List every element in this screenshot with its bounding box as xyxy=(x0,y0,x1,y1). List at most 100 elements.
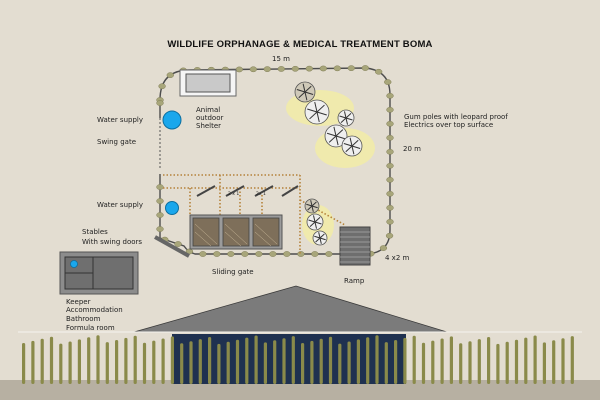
fence-post xyxy=(156,198,164,204)
fence-post xyxy=(158,83,166,90)
reed xyxy=(105,342,109,384)
fence-post xyxy=(255,251,263,257)
reed xyxy=(133,335,137,384)
stables-label-1: Stables xyxy=(82,228,108,236)
reed xyxy=(124,337,128,384)
reed xyxy=(552,340,556,384)
reed xyxy=(338,343,342,384)
reed xyxy=(96,335,100,384)
fence-post xyxy=(156,226,164,232)
water-supply-top-label: Water supply xyxy=(97,116,143,124)
reed xyxy=(87,337,91,384)
water-supply-mid-label: Water supply xyxy=(97,201,143,209)
reed xyxy=(449,336,453,384)
fence-post xyxy=(213,251,221,257)
fence-post xyxy=(156,184,164,190)
fence-post xyxy=(227,251,235,257)
fence-post xyxy=(333,65,341,72)
sliding-gate xyxy=(154,235,190,258)
swing-gate-label: Swing gate xyxy=(97,138,137,146)
fence-post xyxy=(156,100,164,106)
fence-post xyxy=(386,176,394,183)
reed xyxy=(235,339,240,384)
reed xyxy=(226,341,230,384)
fence-post xyxy=(375,68,383,75)
reed xyxy=(217,343,221,384)
fence-post xyxy=(269,251,277,257)
fence-post xyxy=(386,92,394,99)
reed xyxy=(533,335,537,384)
animal-shelter-label-3: Shelter xyxy=(196,122,222,130)
fence-post xyxy=(311,251,319,257)
fence-post xyxy=(277,66,285,72)
reed xyxy=(524,337,528,384)
reed xyxy=(421,342,426,384)
reed xyxy=(59,343,63,384)
reed xyxy=(328,336,333,384)
reed xyxy=(403,337,407,384)
tree xyxy=(324,124,348,148)
keeper-accommodation xyxy=(59,251,139,295)
fence-post xyxy=(386,162,394,169)
reed xyxy=(68,341,72,384)
tree xyxy=(294,81,316,103)
fence-post xyxy=(385,232,394,239)
fence-post xyxy=(379,245,388,251)
reed xyxy=(49,336,54,384)
reed xyxy=(198,339,202,384)
reed xyxy=(496,343,500,384)
reed xyxy=(468,341,472,384)
stables xyxy=(189,214,283,250)
tree xyxy=(304,198,320,214)
reed xyxy=(161,338,165,384)
trees xyxy=(294,81,363,246)
reed xyxy=(375,335,379,384)
fence-post xyxy=(156,212,164,218)
fence-post xyxy=(283,251,291,257)
reed xyxy=(263,342,267,384)
reed xyxy=(505,341,509,384)
sliding-gate-label: Sliding gate xyxy=(212,268,254,276)
fence-post xyxy=(347,65,355,72)
reed xyxy=(561,338,565,384)
fence-post xyxy=(384,79,392,85)
fence-post xyxy=(361,65,369,71)
reed xyxy=(77,339,81,384)
reed xyxy=(208,337,212,384)
fence-post xyxy=(241,251,249,257)
fence-post xyxy=(386,190,394,197)
reed xyxy=(366,337,370,384)
tree xyxy=(312,230,328,246)
reed xyxy=(142,342,147,384)
reed xyxy=(282,338,286,384)
fence-post xyxy=(249,66,257,73)
reed xyxy=(319,338,323,384)
ramp-label: Ramp xyxy=(344,277,365,285)
reed xyxy=(31,340,35,384)
reed xyxy=(273,340,277,384)
reed xyxy=(115,340,119,384)
fence-post xyxy=(386,204,394,211)
tree xyxy=(337,109,355,127)
reed xyxy=(301,343,305,384)
reed xyxy=(180,343,184,384)
reed xyxy=(570,336,574,384)
reed xyxy=(542,342,546,384)
keeper-label-4: Formula room xyxy=(66,324,115,332)
reed xyxy=(152,340,156,384)
keeper-label-2: Accommodation xyxy=(66,306,123,314)
roof xyxy=(133,285,448,333)
reed xyxy=(356,339,360,384)
reed xyxy=(310,340,314,384)
fence-post xyxy=(386,218,394,225)
reed xyxy=(347,341,351,384)
reed xyxy=(394,340,398,384)
fence-post xyxy=(319,65,327,72)
diagram-title: WILDLIFE ORPHANAGE & MEDICAL TREATMENT B… xyxy=(167,39,433,50)
dim-side-label: 20 m xyxy=(403,145,421,153)
reed xyxy=(412,335,416,384)
reed xyxy=(487,337,491,384)
reed xyxy=(431,340,435,384)
keeper-label-1: Keeper xyxy=(66,298,91,306)
pen-gates xyxy=(196,185,299,197)
